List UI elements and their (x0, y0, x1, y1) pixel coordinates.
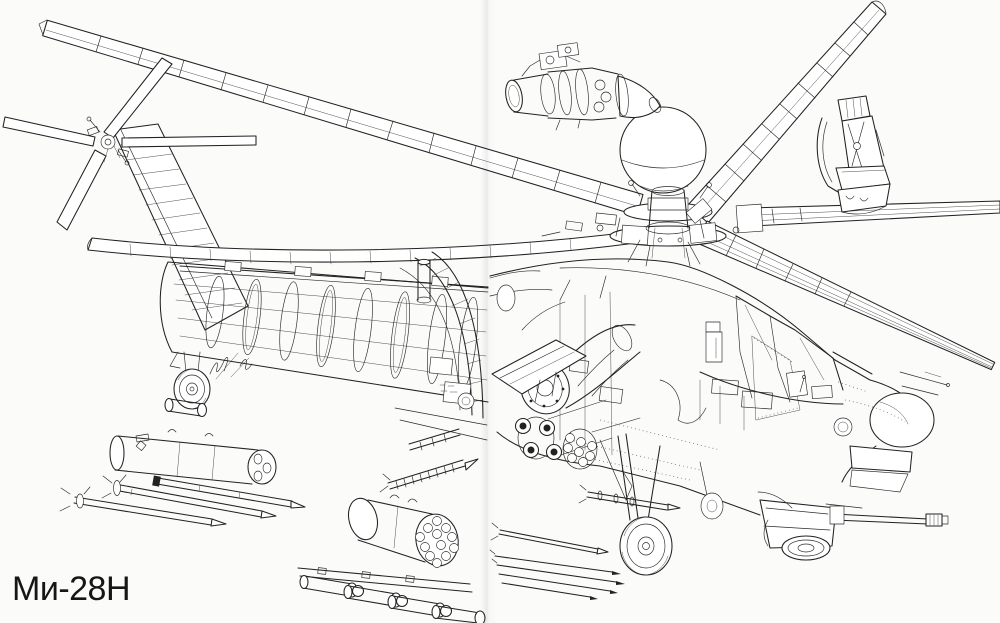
rocket-canister (164, 397, 208, 418)
thin-rockets (489, 522, 625, 600)
rotor-blade-right (735, 200, 1000, 234)
turboshaft-engine-exploded (505, 42, 662, 131)
tail-rotor-x (2, 57, 257, 231)
tail-fin-cutaway (112, 123, 249, 331)
b8-rocket-pod (347, 494, 459, 568)
main-landing-gear (599, 433, 724, 576)
stub-wing (491, 339, 587, 403)
bomb-rack (297, 567, 486, 623)
page-fold (480, 0, 496, 623)
tail-wheel (173, 351, 211, 410)
gun-pod (109, 429, 277, 485)
mast-radome-ball (619, 106, 707, 235)
main-rotor-hub (541, 180, 740, 267)
atgm-slim (578, 484, 681, 511)
pitot-probes (899, 371, 950, 396)
rocket-pods-mounted (514, 399, 641, 470)
apu-exhaust (416, 258, 432, 304)
rotor-blade-down-right (696, 220, 996, 371)
installed-engine (520, 275, 641, 415)
unguided-rocket-1 (152, 475, 306, 509)
crew-seat-exploded (816, 95, 891, 215)
chin-sensor-turret (833, 417, 913, 493)
artist-signature (209, 352, 253, 380)
rear-fuselage-frames (394, 251, 488, 441)
type-label: Ми-28Н (12, 570, 131, 608)
tail-rotor-drive-shaft (179, 261, 489, 293)
unguided-rocket-3 (59, 486, 227, 527)
cannon-turret (757, 491, 949, 561)
cockpit-canopy (699, 295, 844, 431)
unguided-rocket-2 (101, 474, 277, 519)
atgm-ribbed (379, 428, 479, 493)
